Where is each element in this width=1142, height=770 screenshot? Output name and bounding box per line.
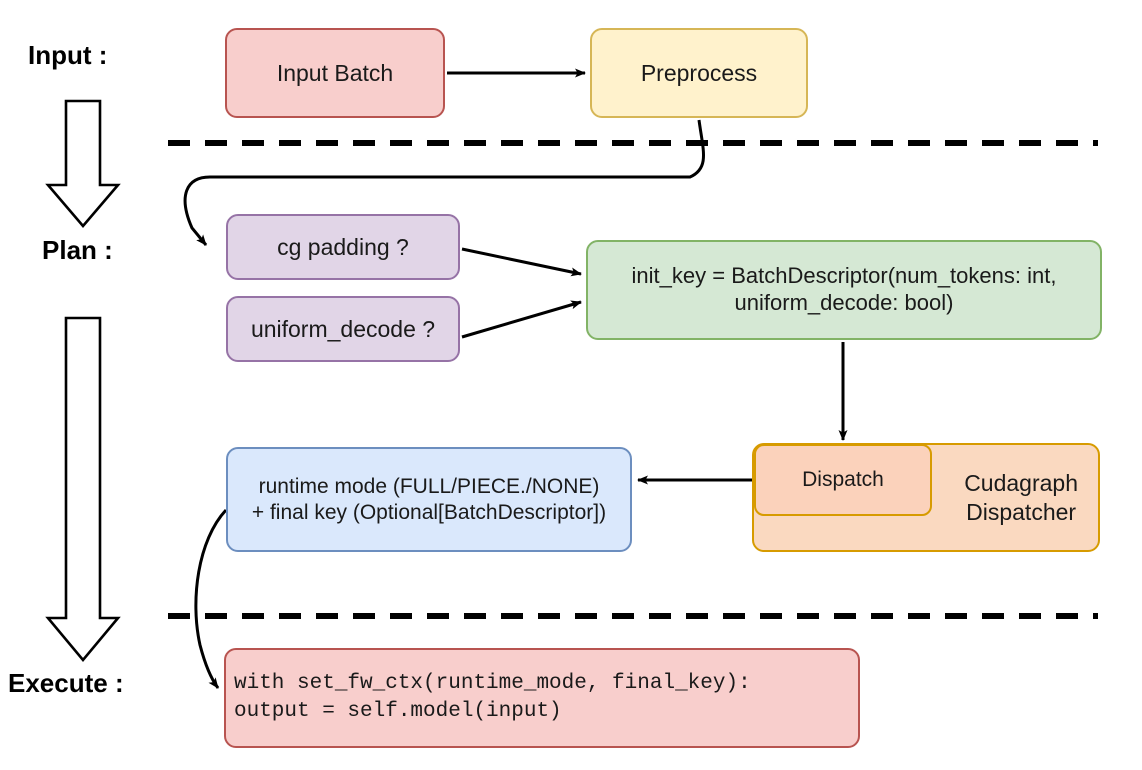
node-input-batch[interactable]: Input Batch — [225, 28, 445, 118]
node-cg-padding[interactable]: cg padding ? — [226, 214, 460, 280]
plan-to-execute-arrow — [45, 316, 121, 663]
stage-label-execute: Execute : — [8, 668, 124, 698]
input-to-plan-arrow — [45, 99, 121, 229]
connector-runtime-mode-to-code — [194, 508, 228, 689]
node-code-snippet[interactable]: with set_fw_ctx(runtime_mode, final_key)… — [224, 648, 860, 748]
stage-label-plan: Plan : — [42, 235, 113, 265]
node-dispatch[interactable]: Dispatch — [754, 444, 932, 516]
node-preprocess[interactable]: Preprocess — [590, 28, 808, 118]
node-init-key[interactable]: init_key = BatchDescriptor(num_tokens: i… — [586, 240, 1102, 340]
connector-uniform-decode-to-init-key — [461, 300, 582, 339]
stage-label-input: Input : — [28, 40, 108, 70]
connector-cg-padding-to-init-key — [461, 247, 582, 277]
node-runtime-mode[interactable]: runtime mode (FULL/PIECE./NONE) + final … — [226, 447, 632, 552]
node-uniform-decode[interactable]: uniform_decode ? — [226, 296, 460, 362]
